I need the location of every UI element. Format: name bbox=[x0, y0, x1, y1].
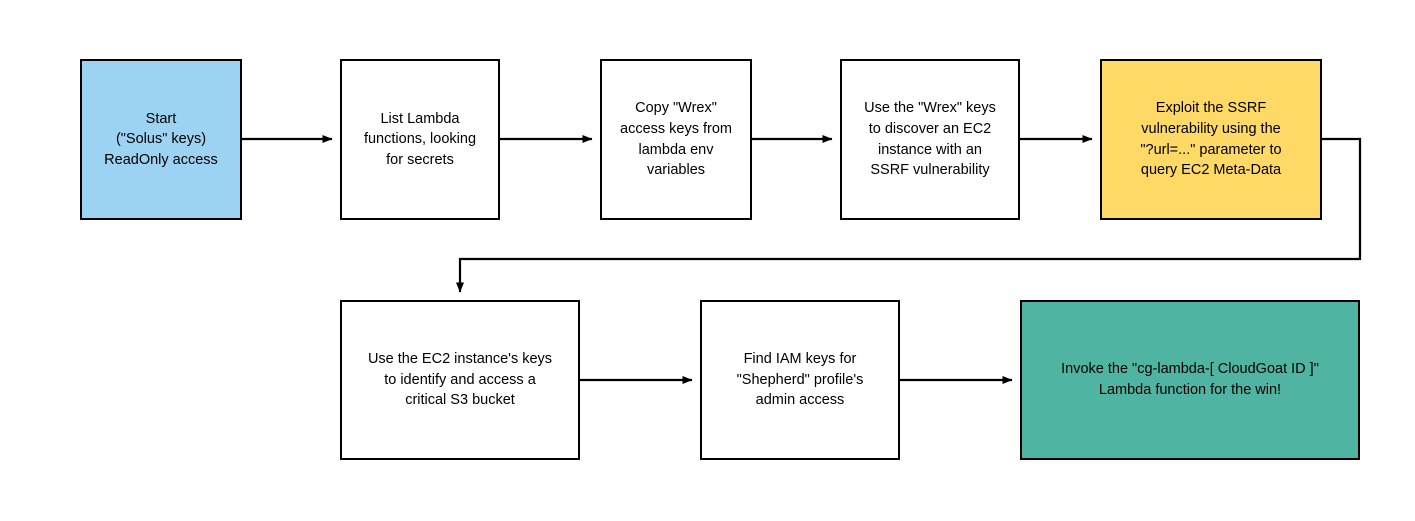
node-invoke-lambda[interactable]: Invoke the "cg-lambda-[ CloudGoat ID ]" … bbox=[1020, 300, 1360, 460]
node-find-iam-keys[interactable]: Find IAM keys for "Shepherd" profile's a… bbox=[700, 300, 900, 460]
node-label-start: Start ("Solus" keys) ReadOnly access bbox=[104, 110, 218, 168]
node-label-find-iam-keys: Find IAM keys for "Shepherd" profile's a… bbox=[736, 351, 864, 409]
node-label-copy-wrex-keys: Copy "Wrex" access keys from lambda env … bbox=[620, 100, 732, 179]
node-label-invoke-lambda: Invoke the "cg-lambda-[ CloudGoat ID ]" … bbox=[1061, 361, 1319, 398]
node-access-s3[interactable]: Use the EC2 instance's keys to identify … bbox=[340, 300, 580, 460]
node-label-list-lambda: List Lambda functions, looking for secre… bbox=[363, 110, 477, 168]
node-start[interactable]: Start ("Solus" keys) ReadOnly access bbox=[80, 59, 242, 220]
node-discover-ec2[interactable]: Use the "Wrex" keys to discover an EC2 i… bbox=[840, 59, 1020, 220]
node-label-access-s3: Use the EC2 instance's keys to identify … bbox=[367, 351, 553, 409]
node-label-discover-ec2: Use the "Wrex" keys to discover an EC2 i… bbox=[864, 100, 996, 179]
node-exploit-ssrf[interactable]: Exploit the SSRF vulnerability using the… bbox=[1100, 59, 1322, 220]
node-label-exploit-ssrf: Exploit the SSRF vulnerability using the… bbox=[1140, 100, 1282, 179]
node-list-lambda[interactable]: List Lambda functions, looking for secre… bbox=[340, 59, 500, 220]
node-copy-wrex-keys[interactable]: Copy "Wrex" access keys from lambda env … bbox=[600, 59, 752, 220]
